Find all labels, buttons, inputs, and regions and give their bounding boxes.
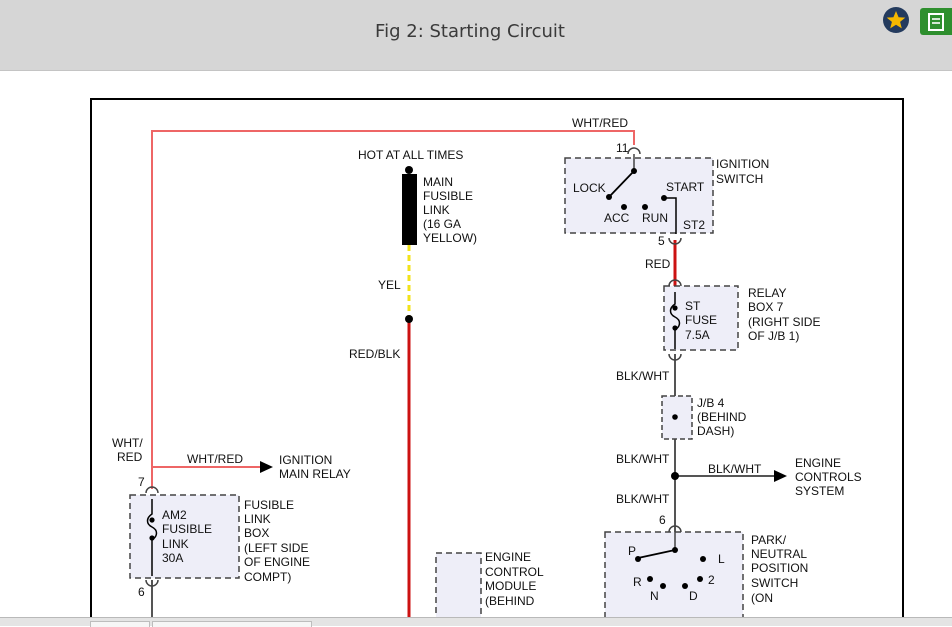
label-run: RUN bbox=[642, 211, 668, 225]
label-lock: LOCK bbox=[573, 181, 606, 195]
label-engine-controls-3: SYSTEM bbox=[795, 484, 844, 498]
label-fusible-link-box-5: OF ENGINE bbox=[244, 555, 310, 569]
main-fusible-link bbox=[402, 174, 417, 245]
label-pnp-n: N bbox=[650, 589, 659, 603]
label-am2-pin-7: 7 bbox=[138, 475, 145, 489]
pnp-switch-blade bbox=[637, 549, 676, 559]
label-main-fusible-link-2: FUSIBLE bbox=[423, 189, 473, 203]
favorite-button[interactable] bbox=[883, 7, 909, 33]
blk-wht-splice-dot bbox=[671, 472, 679, 480]
label-relay-box-3: (RIGHT SIDE bbox=[748, 315, 820, 329]
label-blk-wht-1: BLK/WHT bbox=[616, 369, 670, 383]
yel-splice-dot bbox=[405, 315, 413, 323]
fusible-link-box bbox=[129, 494, 240, 579]
label-main-fusible-link-1: MAIN bbox=[423, 175, 453, 189]
label-am2-3: LINK bbox=[162, 537, 189, 551]
label-ecm-2: CONTROL bbox=[485, 565, 544, 579]
label-pnp-switch-5: (ON bbox=[751, 591, 773, 605]
label-relay-box-2: BOX 7 bbox=[748, 300, 784, 314]
label-main-fusible-link-4: (16 GA bbox=[423, 217, 461, 231]
label-relay-box-1: RELAY bbox=[748, 286, 786, 300]
label-ignition-switch-1: IGNITION bbox=[716, 157, 769, 171]
label-pnp-switch-4: SWITCH bbox=[751, 576, 798, 590]
figure-header: Fig 2: Starting Circuit bbox=[0, 0, 952, 71]
label-fusible-link-box-6: COMPT) bbox=[244, 570, 291, 584]
label-blk-wht-2: BLK/WHT bbox=[616, 452, 670, 466]
label-pnp-switch-3: POSITION bbox=[751, 561, 808, 575]
label-jb4-2: (BEHIND bbox=[697, 410, 747, 424]
label-st-fuse-2: FUSE bbox=[685, 313, 717, 327]
label-red-blk: RED/BLK bbox=[349, 347, 400, 361]
label-blk-wht-branch: BLK/WHT bbox=[708, 462, 762, 476]
label-pnp-p: P bbox=[628, 544, 636, 558]
label-ecm-1: ENGINE bbox=[485, 550, 531, 564]
label-st-fuse-3: 7.5A bbox=[685, 328, 710, 342]
star-icon bbox=[886, 11, 906, 29]
label-engine-controls-1: ENGINE bbox=[795, 456, 841, 470]
label-jb4-3: DASH) bbox=[697, 424, 734, 438]
label-ignition-main-relay-1: IGNITION bbox=[279, 453, 332, 467]
figure-title: Fig 2: Starting Circuit bbox=[375, 21, 565, 42]
label-fusible-link-box-4: (LEFT SIDE bbox=[244, 541, 308, 555]
ecm-box bbox=[435, 552, 482, 620]
label-am2-1: AM2 bbox=[162, 508, 187, 522]
green-action-button[interactable] bbox=[920, 8, 952, 35]
hot-terminal-dot bbox=[405, 166, 413, 174]
label-engine-controls-2: CONTROLS bbox=[795, 470, 862, 484]
label-pnp-switch-2: NEUTRAL bbox=[751, 547, 807, 561]
label-wht-red-left-2: RED bbox=[117, 450, 143, 464]
label-am2-2: FUSIBLE bbox=[162, 522, 212, 536]
label-pnp-d: D bbox=[689, 589, 698, 603]
label-ecm-3: MODULE bbox=[485, 579, 536, 593]
label-st2: ST2 bbox=[683, 218, 705, 232]
label-jb4-1: J/B 4 bbox=[697, 396, 725, 410]
arrow-ignition-main-relay bbox=[260, 461, 273, 473]
label-pnp-2: 2 bbox=[708, 573, 715, 587]
bottom-tab-1[interactable] bbox=[90, 621, 150, 627]
label-ignition-pin-11: 11 bbox=[616, 141, 629, 155]
ignition-switch-blade bbox=[608, 170, 635, 198]
label-st-fuse-1: ST bbox=[685, 299, 701, 313]
label-fusible-link-box-2: LINK bbox=[244, 512, 271, 526]
label-main-fusible-link-5: YELLOW) bbox=[423, 231, 477, 245]
label-ignition-main-relay-2: MAIN RELAY bbox=[279, 467, 351, 481]
wiring-diagram: WHT/RED HOT AT ALL TIMES MAIN FUSIBLE LI… bbox=[90, 98, 904, 620]
diagram-canvas: WHT/RED HOT AT ALL TIMES MAIN FUSIBLE LI… bbox=[112, 116, 862, 620]
label-blk-wht-3: BLK/WHT bbox=[616, 492, 670, 506]
label-pnp-l: L bbox=[718, 552, 725, 566]
arrow-engine-controls bbox=[774, 470, 787, 482]
label-wht-red-branch: WHT/RED bbox=[187, 452, 243, 466]
bottom-tab-bar bbox=[0, 617, 952, 627]
bottom-tab-2[interactable] bbox=[152, 621, 312, 627]
label-relay-box-4: OF J/B 1) bbox=[748, 329, 799, 343]
label-wht-red-top: WHT/RED bbox=[572, 116, 628, 130]
green-action-icon bbox=[928, 13, 944, 31]
label-am2-pin-6: 6 bbox=[138, 585, 145, 599]
label-ecm-4: (BEHIND bbox=[485, 594, 535, 608]
label-pnp-pin-6: 6 bbox=[659, 513, 666, 527]
label-red: RED bbox=[645, 257, 671, 271]
label-pnp-switch-1: PARK/ bbox=[751, 533, 787, 547]
label-am2-4: 30A bbox=[162, 551, 183, 565]
label-ignition-pin-5: 5 bbox=[658, 234, 665, 248]
label-yel: YEL bbox=[378, 278, 401, 292]
label-main-fusible-link-3: LINK bbox=[423, 203, 450, 217]
label-hot-at-all-times: HOT AT ALL TIMES bbox=[358, 148, 463, 162]
st-fuse-symbol bbox=[669, 292, 681, 349]
label-start: START bbox=[666, 180, 705, 194]
label-wht-red-left-1: WHT/ bbox=[112, 436, 143, 450]
label-pnp-r: R bbox=[633, 575, 642, 589]
ignition-switch-box bbox=[564, 157, 714, 234]
label-fusible-link-box-1: FUSIBLE bbox=[244, 498, 294, 512]
label-ignition-switch-2: SWITCH bbox=[716, 172, 763, 186]
am2-fuse-symbol bbox=[146, 499, 158, 576]
label-fusible-link-box-3: BOX bbox=[244, 526, 269, 540]
label-acc: ACC bbox=[604, 211, 630, 225]
pnp-switch-box bbox=[604, 531, 744, 620]
wire-wht-red-top bbox=[151, 130, 635, 489]
